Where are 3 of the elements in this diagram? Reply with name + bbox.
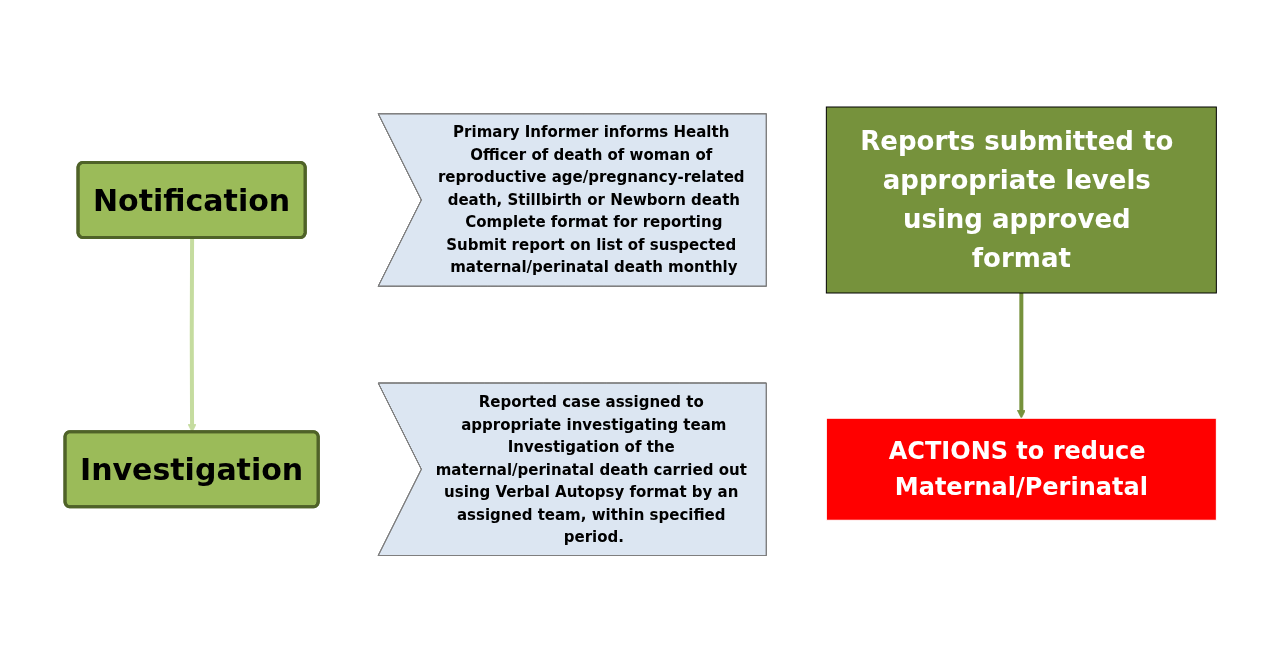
arrow	[1017, 292, 1027, 419]
node-box: ACTIONS to reduce Maternal/Perinatal	[826, 417, 1218, 521]
node-box: Reports submitted to appropriate levels using approved format	[826, 106, 1218, 294]
